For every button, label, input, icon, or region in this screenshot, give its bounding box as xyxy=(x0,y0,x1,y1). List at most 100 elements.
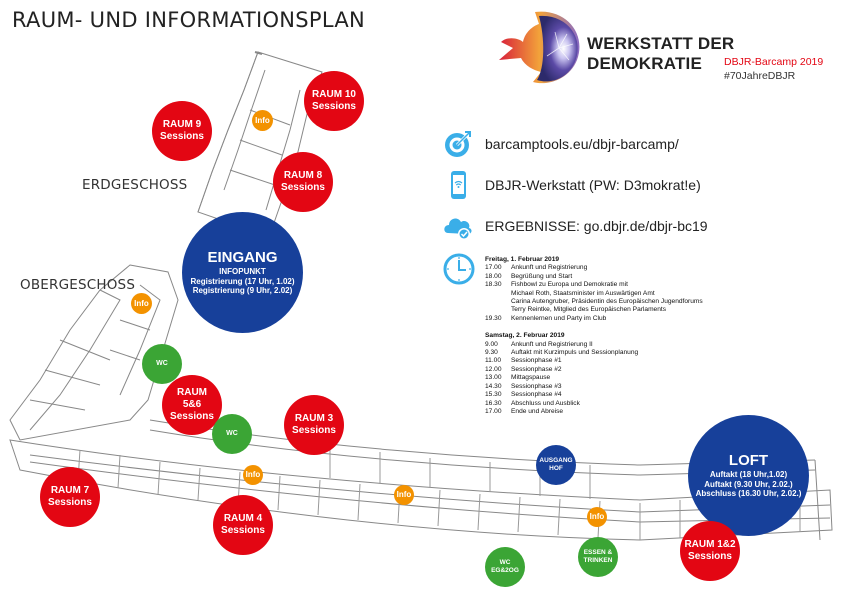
schedule-time: 16.30 xyxy=(485,399,502,407)
logo-subtitle: DBJR-Barcamp 2019 xyxy=(724,56,824,68)
wc-label: WC xyxy=(156,359,168,367)
room-sub: Sessions xyxy=(281,182,325,193)
room-sub: Sessions xyxy=(292,425,336,436)
info-label: Info xyxy=(589,512,605,522)
wifi-info: DBJR-Werkstatt (PW: D3mokrat!e) xyxy=(443,170,701,200)
wc-marker[interactable]: WC xyxy=(212,414,252,454)
loft-title: LOFT xyxy=(728,452,769,470)
wc-marker[interactable]: WC xyxy=(142,344,182,384)
room-marker-raum-9[interactable]: RAUM 9 Sessions xyxy=(152,101,212,161)
room-name: RAUM 7 xyxy=(50,485,90,496)
schedule-time: 9.30 xyxy=(485,349,498,357)
link-results[interactable]: ERGEBNISSE: go.dbjr.de/dbjr-bc19 xyxy=(443,211,708,241)
fireworks-logo-icon xyxy=(499,11,580,84)
schedule-text: Sessionphase #2 xyxy=(511,365,562,373)
schedule-item: Michael Roth, Staatsminister im Auswärti… xyxy=(485,290,703,298)
schedule-time xyxy=(485,298,511,306)
schedule-text: Sessionphase #4 xyxy=(511,391,562,399)
room-name: RAUM xyxy=(177,387,207,398)
room-sub: Sessions xyxy=(221,525,265,536)
schedule-text: Terry Reintke, Mitglied des Europäischen… xyxy=(511,306,667,314)
info-label: Info xyxy=(134,298,149,308)
room-name: RAUM 1&2 xyxy=(684,539,736,550)
schedule-text: Carina Autengruber, Präsidentin des Euro… xyxy=(511,298,703,306)
schedule-item: 17.00 Ende und Abreise xyxy=(485,408,703,416)
schedule-text: Ankunft und Registrierung xyxy=(511,264,588,272)
info-marker[interactable]: Info xyxy=(394,485,414,505)
schedule-text: Fishbowl zu Europa und Demokratie mit xyxy=(511,281,628,289)
schedule-time: 13.00 xyxy=(485,374,502,382)
room-sub: Sessions xyxy=(160,131,204,142)
room-marker-raum-10[interactable]: RAUM 10 Sessions xyxy=(304,71,364,131)
room-name: RAUM 3 xyxy=(294,413,334,424)
food-label: ESSEN & xyxy=(583,549,613,557)
schedule-text: Auftakt mit Kurzimpuls und Sessionplanun… xyxy=(511,349,639,357)
loft-marker[interactable]: LOFT Auftakt (18 Uhr,1.02) Auftakt (9.30… xyxy=(688,415,809,536)
cloud-check-icon xyxy=(444,218,472,240)
exit-sub: HOF xyxy=(549,465,563,472)
logo-title: WERKSTATT DER DEMOKRATIE xyxy=(587,34,735,73)
target-icon xyxy=(445,131,471,157)
room-sub: Sessions xyxy=(48,497,92,508)
exit-label: AUSGANG xyxy=(539,457,573,465)
info-label: Info xyxy=(396,490,412,500)
loft-line: Auftakt (18 Uhr,1.02) xyxy=(709,470,788,480)
schedule-time: 17.00 xyxy=(485,407,502,415)
logo-hashtag: #70JahreDBJR xyxy=(724,70,796,82)
loft-line: Auftakt (9.30 Uhr, 2.02.) xyxy=(704,479,793,489)
room-name: RAUM 9 xyxy=(162,119,202,130)
info-marker[interactable]: Info xyxy=(243,465,263,485)
info-label: Info xyxy=(255,115,270,125)
schedule-time xyxy=(485,306,511,314)
link-barcamptools[interactable]: barcamptools.eu/dbjr-barcamp/ xyxy=(443,129,679,159)
room-marker-raum-3[interactable]: RAUM 3 Sessions xyxy=(284,395,344,455)
schedule-text: Abschluss und Ausblick xyxy=(511,399,580,407)
schedule-time: 12.00 xyxy=(485,365,502,373)
room-marker-raum-7[interactable]: RAUM 7 Sessions xyxy=(40,467,100,527)
schedule-day-title: Samstag, 2. Februar 2019 xyxy=(485,332,565,340)
schedule-time: 14.30 xyxy=(485,382,502,390)
floor-label-ground: ERDGESCHOSS xyxy=(82,177,188,193)
schedule-item: 12.00 Sessionphase #2 xyxy=(485,366,703,374)
room-marker-raum-8[interactable]: RAUM 8 Sessions xyxy=(273,152,333,212)
info-marker[interactable]: Info xyxy=(131,293,152,314)
room-marker-raum-4[interactable]: RAUM 4 Sessions xyxy=(213,495,273,555)
link-text[interactable]: barcamptools.eu/dbjr-barcamp/ xyxy=(485,136,679,152)
room-name: RAUM 8 xyxy=(283,170,323,181)
page-title: RAUM- UND INFORMATIONSPLAN xyxy=(12,8,366,32)
schedule-text: Ankunft und Registrierung II xyxy=(511,340,593,348)
schedule-time: 11.00 xyxy=(485,357,502,365)
results-link-text[interactable]: ERGEBNISSE: go.dbjr.de/dbjr-bc19 xyxy=(485,218,708,234)
entrance-marker[interactable]: EINGANG INFOPUNKT Registrierung (17 Uhr,… xyxy=(182,212,303,333)
schedule-time: 17.00 xyxy=(485,264,502,272)
schedule-item: Terry Reintke, Mitglied des Europäischen… xyxy=(485,306,703,314)
food-sub: TRINKEN xyxy=(583,557,613,564)
wifi-text: DBJR-Werkstatt (PW: D3mokrat!e) xyxy=(485,177,701,193)
schedule-item: 16.30 Abschluss und Ausblick xyxy=(485,400,703,408)
schedule-text: Ende und Abreise xyxy=(511,407,564,415)
schedule-time xyxy=(485,290,511,298)
room-marker-raum-1-2[interactable]: RAUM 1&2 Sessions xyxy=(680,521,740,581)
schedule-text: Sessionphase #1 xyxy=(511,357,562,365)
clock-icon xyxy=(443,253,475,285)
schedule-text: Kennenlernen und Party im Club xyxy=(511,314,607,322)
wc-marker[interactable]: WC EG&2OG xyxy=(485,547,525,587)
room-sub: Sessions xyxy=(312,101,356,112)
wc-sub: EG&2OG xyxy=(491,567,519,574)
info-marker[interactable]: Info xyxy=(252,110,273,131)
schedule-time: 18.00 xyxy=(485,272,502,280)
entrance-line: INFOPUNKT xyxy=(219,267,266,277)
exit-courtyard-marker[interactable]: AUSGANG HOF xyxy=(536,445,576,485)
schedule-time: 15.30 xyxy=(485,391,502,399)
food-drinks-marker[interactable]: ESSEN & TRINKEN xyxy=(578,537,618,577)
room-marker-raum-5-6[interactable]: RAUM 5&6 Sessions xyxy=(162,375,222,435)
room-sub: Sessions xyxy=(170,411,214,422)
entrance-line: Registrierung (17 Uhr, 1.02) xyxy=(190,276,295,286)
info-marker[interactable]: Info xyxy=(587,507,607,527)
schedule-text: Sessionphase #3 xyxy=(511,382,562,390)
schedule-day-title: Freitag, 1. Februar 2019 xyxy=(485,256,560,263)
